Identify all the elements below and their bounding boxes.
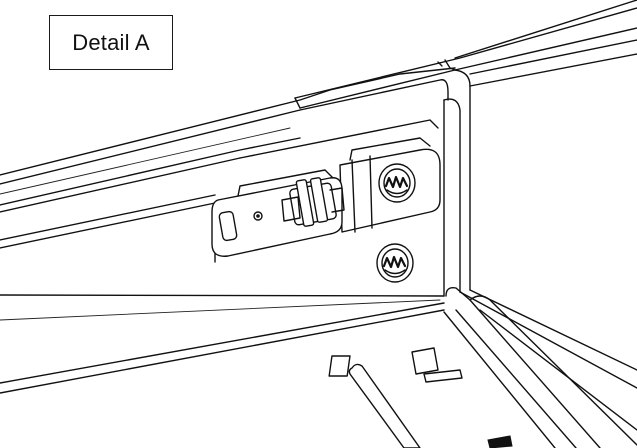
floor-guide-rails [328,286,637,448]
detail-label: Detail A [72,29,150,55]
corner-post [239,79,471,297]
detail-label-box: Detail A [49,15,173,70]
latch-cylinder [281,177,345,227]
upper-rail [0,67,456,249]
rosette-screw-upper [378,163,416,203]
rosette-screw-lower [376,243,414,283]
top-cover-strip [294,0,637,109]
